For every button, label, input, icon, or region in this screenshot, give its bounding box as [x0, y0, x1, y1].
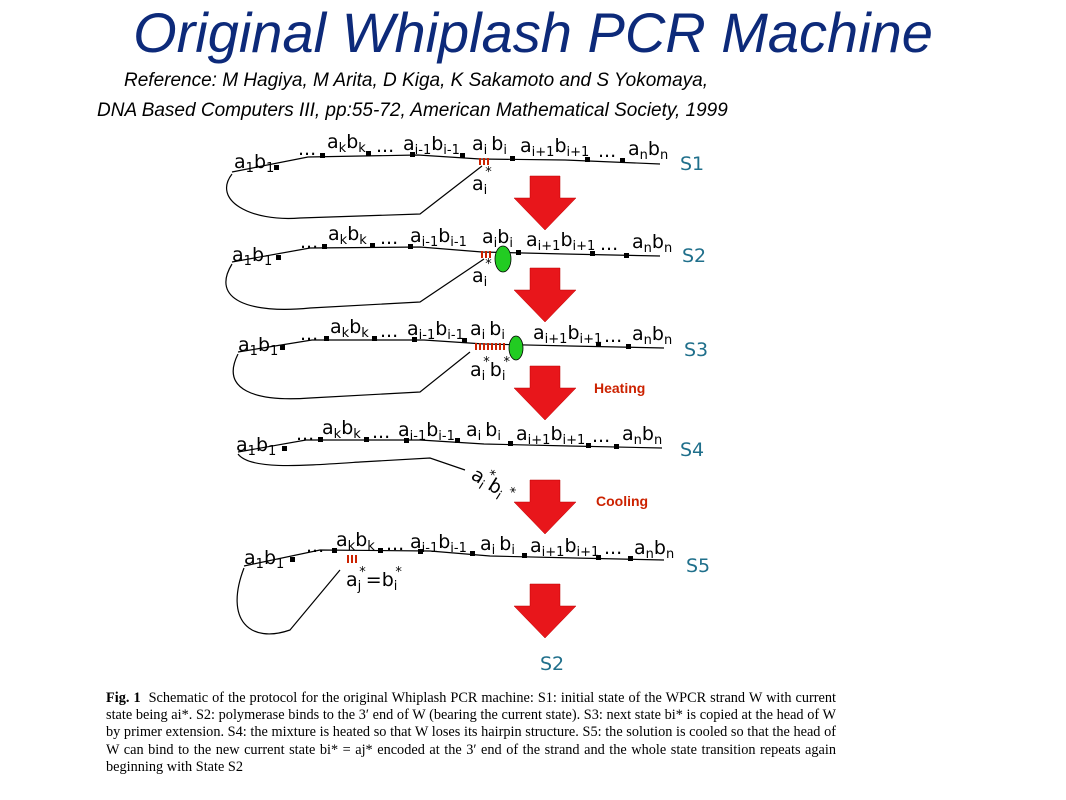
strand-s1	[231, 154, 661, 173]
arrow-s2-s3	[513, 267, 577, 323]
svg-text:...: ...	[306, 535, 324, 557]
svg-text:...: ...	[604, 537, 622, 559]
svg-text:ai-1bi-1: ai-1bi-1	[407, 318, 464, 343]
svg-text:a1b1: a1b1	[238, 334, 278, 359]
primer-s1	[479, 158, 489, 165]
reference-line-2: DNA Based Computers III, pp:55-72, Ameri…	[97, 100, 728, 121]
primer-s5	[347, 555, 357, 563]
polymerase-s3	[508, 335, 524, 361]
label-a1b1: a1b1	[234, 151, 274, 176]
svg-text:...: ...	[386, 533, 404, 555]
svg-text:akbk: akbk	[327, 131, 366, 156]
hairpin-loop-s1	[226, 165, 483, 220]
dots-s1	[274, 151, 625, 170]
hairpin-loop-s5	[236, 567, 341, 635]
svg-text:...: ...	[380, 320, 398, 342]
stage-label-s5: S5	[686, 555, 710, 577]
svg-text:ai*: ai*	[472, 165, 492, 198]
svg-text:...: ...	[600, 233, 618, 255]
svg-text:...: ...	[300, 231, 318, 253]
strand-s3	[237, 339, 665, 353]
svg-text:...: ...	[592, 425, 610, 447]
svg-text:aibi: aibi	[480, 533, 515, 558]
svg-text:ai*bi*: ai*bi*	[466, 460, 521, 509]
hairpin-loop-s2	[225, 258, 485, 310]
svg-text:...: ...	[380, 227, 398, 249]
cooling-label: Cooling	[596, 493, 648, 509]
strand-s4	[237, 439, 663, 453]
svg-text:...: ...	[296, 423, 314, 445]
svg-text:aibi: aibi	[470, 318, 505, 343]
svg-text:a1b1: a1b1	[232, 244, 272, 269]
stage-s2: a1b1 ... akbk ... ai-1bi-1 aibi ai+1bi+1…	[225, 223, 706, 310]
stage-label-s1: S1	[680, 153, 704, 175]
strand-s5	[243, 549, 665, 567]
stage-label-repeat: S2	[540, 653, 564, 675]
svg-text:ai-1bi-1: ai-1bi-1	[410, 225, 467, 250]
heating-label: Heating	[594, 380, 645, 396]
caption-fig-label: Fig. 1	[106, 690, 141, 706]
svg-text:...: ...	[372, 421, 390, 443]
reference-line-1: Reference: M Hagiya, M Arita, D Kiga, K …	[124, 70, 708, 91]
svg-text:...: ...	[300, 323, 318, 345]
svg-text:a1b1: a1b1	[244, 547, 284, 572]
svg-text:anbn: anbn	[622, 423, 662, 448]
svg-text:ai+1bi+1: ai+1bi+1	[526, 229, 595, 254]
svg-text:ai+1bi+1: ai+1bi+1	[520, 135, 589, 160]
svg-text:aibi: aibi	[482, 226, 513, 251]
primer-s3	[475, 343, 505, 350]
arrow-s5-s2	[513, 583, 577, 639]
whiplash-diagram: akbk a1b1 ... akbk ... ai-1bi-1 aibi ai+…	[225, 131, 710, 675]
svg-text:ai*bi*: ai*bi*	[470, 355, 510, 384]
svg-text:aibi: aibi	[472, 133, 507, 158]
svg-text:akbk: akbk	[330, 316, 369, 341]
primer-s2	[481, 251, 491, 258]
arrow-s4-s5	[513, 479, 577, 535]
transition-arrows: Heating Cooling S2	[513, 175, 648, 675]
svg-text:...: ...	[598, 140, 616, 162]
svg-text:a1b1: a1b1	[236, 434, 276, 459]
svg-text:ai+1bi+1: ai+1bi+1	[533, 322, 602, 347]
svg-text:aibi: aibi	[466, 419, 501, 444]
svg-text:anbn: anbn	[628, 138, 668, 163]
stage-label-s2: S2	[682, 245, 706, 267]
svg-text:...: ...	[604, 325, 622, 347]
strand-s2	[231, 246, 661, 263]
svg-text:ai-1bi-1: ai-1bi-1	[398, 419, 455, 444]
svg-text:ai-1bi-1: ai-1bi-1	[410, 531, 467, 556]
stage-label-s3: S3	[684, 339, 708, 361]
svg-text:...: ...	[376, 135, 394, 157]
page-title: Original Whiplash PCR Machine	[133, 1, 933, 64]
svg-text:anbn: anbn	[632, 231, 672, 256]
svg-text:aj*=bi*: aj*=bi*	[346, 565, 402, 594]
hairpin-loop-s3	[232, 351, 471, 400]
open-strand-s4	[237, 453, 466, 471]
arrow-s3-s4	[513, 365, 577, 421]
arrow-s1-s2	[513, 175, 577, 231]
stage-label-s4: S4	[680, 439, 704, 461]
polymerase-s2	[494, 245, 512, 273]
svg-text:ai+1bi+1: ai+1bi+1	[516, 423, 585, 448]
svg-text:ai+1bi+1: ai+1bi+1	[530, 535, 599, 560]
svg-text:...: ...	[298, 138, 316, 160]
svg-text:anbn: anbn	[634, 537, 674, 562]
svg-text:ai*: ai*	[472, 257, 492, 290]
svg-text:akbk: akbk	[336, 529, 375, 554]
svg-text:akbk: akbk	[328, 223, 367, 248]
svg-text:ai-1bi-1: ai-1bi-1	[403, 133, 460, 158]
svg-text:akbk: akbk	[322, 417, 361, 442]
caption-text: Schematic of the protocol for the origin…	[106, 690, 836, 775]
svg-text:anbn: anbn	[632, 323, 672, 348]
